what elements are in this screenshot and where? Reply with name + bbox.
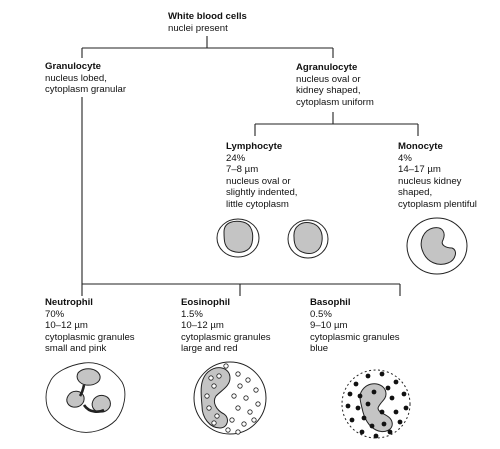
node-line: cytoplasmic granules [310, 331, 400, 343]
agranulocyte-connector [254, 112, 419, 136]
node-line: slightly indented, [226, 187, 298, 199]
node-line: nucleus oval or [226, 175, 291, 187]
node-line: 7–8 µm [226, 164, 259, 176]
node-line: nucleus kidney [398, 175, 462, 187]
neutrophil-cell-illustration [45, 362, 126, 433]
node-line: small and pink [45, 343, 107, 355]
node-basophil: Basophil 0.5% 9–10 µm cytoplasmic granul… [310, 297, 400, 355]
node-line: 10–12 µm [45, 320, 88, 332]
node-agranulocyte: Agranulocyte nucleus oval or kidney shap… [296, 62, 374, 108]
node-title: Basophil [310, 297, 351, 308]
lymphocyte-cell-illustration [216, 218, 260, 258]
node-title: Eosinophil [181, 297, 231, 308]
granulocyte-connector [81, 97, 401, 296]
node-line: cytoplasm plentiful [398, 198, 477, 210]
node-eosinophil: Eosinophil 1.5% 10–12 µm cytoplasmic gra… [181, 297, 271, 355]
eosinophil-cell-illustration [193, 361, 267, 435]
node-line: nuclei present [168, 22, 228, 34]
node-line: 24% [226, 152, 246, 164]
node-title: Lymphocyte [226, 141, 283, 152]
node-line: 70% [45, 308, 65, 320]
node-line: 14–17 µm [398, 164, 441, 176]
node-line: 4% [398, 152, 412, 164]
node-lymphocyte: Lymphocyte 24% 7–8 µm nucleus oval or sl… [226, 141, 297, 211]
node-line: blue [310, 343, 329, 355]
node-title: Agranulocyte [296, 62, 358, 73]
lymphocyte-cell-illustration [287, 219, 329, 259]
node-line: kidney shaped, [296, 85, 361, 97]
node-line: shaped, [398, 187, 433, 199]
node-neutrophil: Neutrophil 70% 10–12 µm cytoplasmic gran… [45, 297, 135, 355]
monocyte-cell-illustration [406, 217, 468, 275]
node-line: cytoplasm uniform [296, 96, 374, 108]
node-title: Neutrophil [45, 297, 93, 308]
node-line: cytoplasmic granules [45, 331, 135, 343]
node-line: 1.5% [181, 308, 203, 320]
node-title: Monocyte [398, 141, 443, 152]
node-title: White blood cells [168, 11, 247, 22]
node-line: nucleus lobed, [45, 72, 107, 84]
node-line: 10–12 µm [181, 320, 224, 332]
node-line: large and red [181, 343, 238, 355]
node-line: 9–10 µm [310, 320, 348, 332]
node-granulocyte: Granulocyte nucleus lobed, cytoplasm gra… [45, 61, 126, 96]
node-title: Granulocyte [45, 61, 101, 72]
node-line: cytoplasm granular [45, 84, 127, 96]
node-monocyte: Monocyte 4% 14–17 µm nucleus kidney shap… [398, 141, 477, 211]
node-line: nucleus oval or [296, 73, 361, 85]
node-line: cytoplasmic granules [181, 331, 271, 343]
node-line: 0.5% [310, 308, 332, 320]
node-white-blood-cells: White blood cells nuclei present [168, 11, 247, 34]
node-line: little cytoplasm [226, 198, 289, 210]
basophil-cell-illustration [341, 369, 411, 439]
root-connector [81, 36, 334, 58]
